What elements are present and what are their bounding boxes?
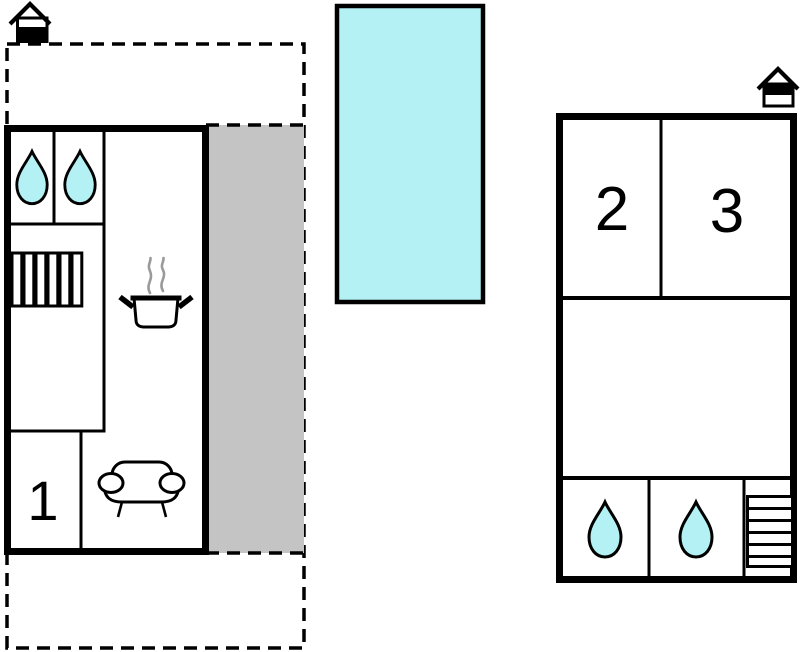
patio-area [206, 125, 304, 553]
annex-outer-wall [556, 113, 797, 583]
annex-house: 2 3 [556, 113, 797, 583]
swimming-pool [334, 3, 486, 305]
shower-drop-icon [678, 498, 714, 559]
room-1-label: 1 [27, 469, 58, 532]
shower-drop-icon [63, 147, 97, 206]
shower-drop-icon [15, 147, 49, 206]
main-house-interior-walls [7, 126, 106, 553]
radiator-icon [10, 251, 84, 308]
room-2-label: 2 [595, 175, 629, 244]
ground-floor-house-icon [8, 1, 52, 43]
sofa-icon [97, 460, 186, 518]
steam-icon [147, 256, 166, 295]
room-3-label: 3 [710, 177, 744, 246]
stairs-icon [746, 495, 794, 568]
annex-interior-walls [556, 116, 794, 580]
cooking-pot-icon [118, 256, 194, 329]
shower-drop-icon [587, 498, 623, 559]
main-house: 1 [4, 125, 209, 555]
upper-floor-house-icon [756, 66, 800, 108]
